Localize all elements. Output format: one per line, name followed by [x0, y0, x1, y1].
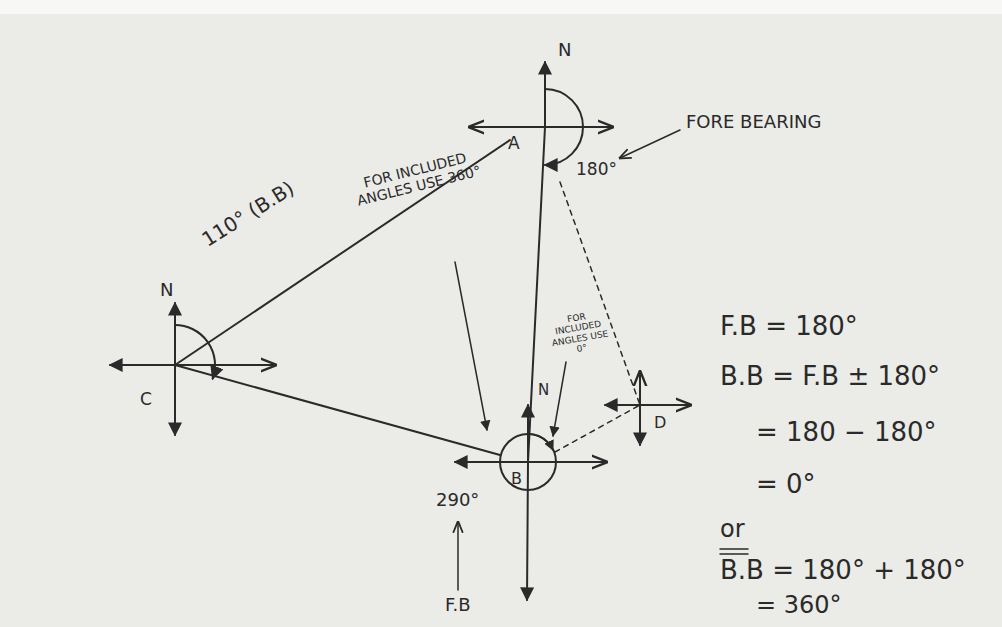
dashed-line — [555, 405, 640, 452]
survey-line — [175, 365, 500, 455]
angle-value: 180° — [576, 160, 617, 180]
equation-line: F.B = 180° — [720, 312, 858, 342]
axis-line — [455, 461, 528, 463]
equation-line: = 360° — [756, 592, 842, 620]
station-label: C — [140, 390, 152, 410]
north-label: N — [538, 382, 549, 399]
underline — [720, 548, 748, 550]
axis-line — [175, 364, 275, 366]
axis-line — [605, 404, 640, 406]
station-label: D — [654, 414, 666, 432]
equation-line: = 180 − 180° — [756, 418, 937, 448]
bearing-arc — [545, 89, 583, 165]
underline — [720, 553, 748, 555]
angle-value: 290° — [436, 490, 479, 511]
axis-line — [174, 365, 176, 435]
leader-arrow — [455, 262, 487, 430]
annotation-text: F.B — [445, 595, 471, 616]
equation-line: = 0° — [756, 470, 816, 500]
north-label: N — [558, 40, 571, 61]
leader-arrow — [553, 362, 566, 436]
axis-line — [639, 405, 641, 445]
leader-arrow — [620, 130, 680, 158]
survey-line — [528, 127, 545, 462]
station-label: A — [508, 134, 520, 154]
axis-line — [545, 126, 612, 128]
bearing-circle — [500, 434, 556, 490]
axis-line — [640, 404, 690, 406]
north-arrow — [639, 372, 641, 405]
angle-value: 110° (B.B) — [198, 177, 298, 252]
bearing-arc — [175, 325, 215, 379]
axis-line — [470, 126, 545, 128]
north-arrow — [544, 62, 546, 127]
leader-arrow — [457, 522, 459, 590]
axis-line — [527, 462, 528, 600]
dashed-line — [560, 182, 640, 405]
axis-line — [528, 461, 606, 463]
annotation-text: FOR INCLUDED ANGLES USE 0° — [546, 308, 612, 359]
north-arrow — [174, 303, 176, 365]
equation-line: or — [720, 516, 745, 544]
annotation-text: FOR INCLUDED ANGLES USE 360° — [350, 147, 484, 210]
axis-line — [110, 364, 175, 366]
north-label: N — [160, 280, 173, 301]
equation-line: B.B = F.B ± 180° — [720, 362, 940, 392]
equation-line: B.B = 180° + 180° — [720, 556, 966, 586]
annotation-text: FORE BEARING — [686, 112, 821, 133]
bearing-arc — [528, 434, 553, 450]
station-label: B — [511, 470, 522, 488]
survey-line — [175, 140, 510, 365]
paper-edge — [0, 0, 1002, 14]
